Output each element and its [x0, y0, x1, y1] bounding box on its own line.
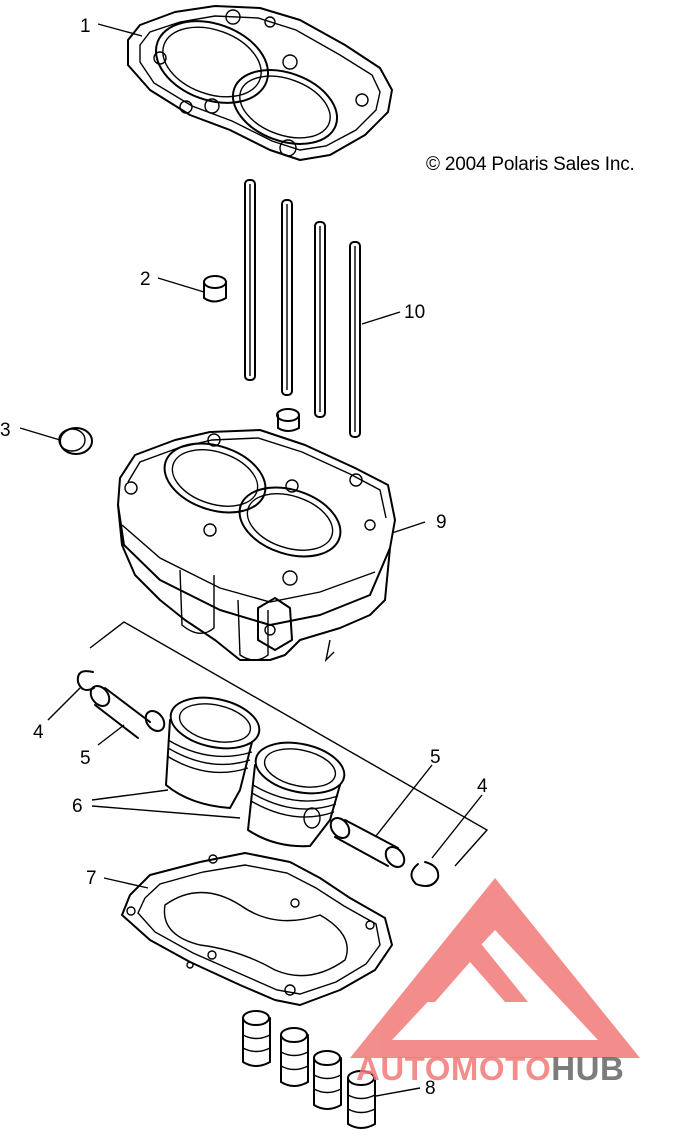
callout-2: 2	[140, 269, 151, 290]
dowel-pin-2	[276, 408, 300, 432]
circlip	[76, 670, 95, 691]
callout-3: 3	[0, 420, 11, 441]
leader-lines	[19, 23, 483, 1097]
watermark-logo-icon	[350, 878, 640, 1058]
callout-8: 8	[425, 1078, 436, 1099]
ring-dowel-4	[347, 1070, 376, 1129]
watermark-auto: AUTO	[356, 1050, 451, 1087]
piston	[165, 696, 261, 809]
watermark-wordmark: AUTOMOTOHUB	[356, 1050, 624, 1088]
cylinder-studs	[244, 179, 361, 438]
base-gasket	[121, 852, 393, 1006]
piston-2	[247, 741, 346, 848]
watermark-hub: HUB	[551, 1050, 625, 1087]
head-gasket	[127, 5, 393, 161]
ring-dowel-3	[313, 1050, 342, 1110]
callout-1: 1	[80, 16, 91, 37]
ring-dowel	[242, 1010, 271, 1067]
cylinder-block	[117, 429, 396, 663]
callout-5: 5	[80, 748, 91, 769]
cylinder-plug	[58, 427, 93, 455]
dowel-pin	[203, 275, 227, 303]
wrist-pin	[89, 685, 166, 739]
wrist-pin-2	[329, 817, 406, 868]
callout-10: 10	[404, 302, 425, 323]
callout-7: 7	[86, 868, 97, 889]
callout-4: 4	[33, 722, 44, 743]
circlip-2	[410, 861, 440, 887]
callout-5-right: 5	[430, 747, 441, 768]
copyright-notice: © 2004 Polaris Sales Inc.	[426, 154, 635, 175]
ring-dowel-2	[280, 1027, 309, 1087]
assembly-bracket	[89, 621, 489, 867]
callout-4-right: 4	[477, 776, 488, 797]
watermark-moto: MOTO	[450, 1050, 552, 1087]
callout-9: 9	[436, 512, 447, 533]
callout-6: 6	[72, 796, 83, 817]
